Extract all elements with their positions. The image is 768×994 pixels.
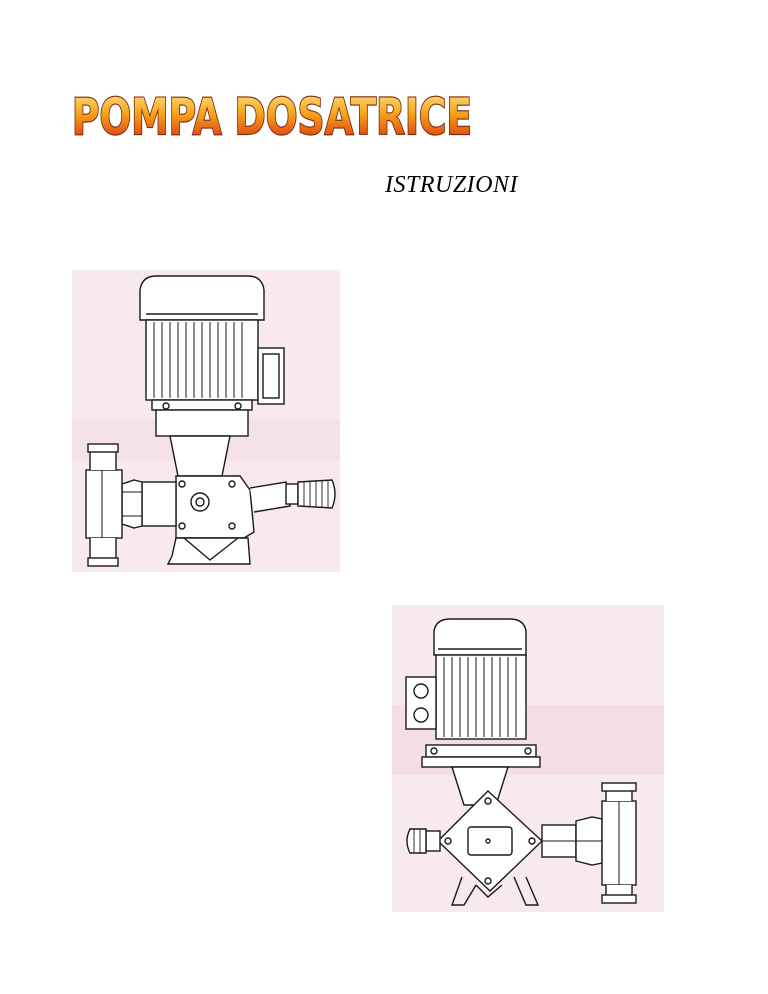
pump-drawing-1 [72,270,340,572]
title-text: POMPA DOSATRICE [72,88,472,146]
document-title: POMPA DOSATRICE [68,78,478,148]
pump-figure-1 [72,270,340,572]
pump-figure-2 [392,605,664,912]
document-subtitle: ISTRUZIONI [385,172,519,198]
pump-drawing-2 [392,605,664,912]
title-graphic: POMPA DOSATRICE [71,87,473,147]
